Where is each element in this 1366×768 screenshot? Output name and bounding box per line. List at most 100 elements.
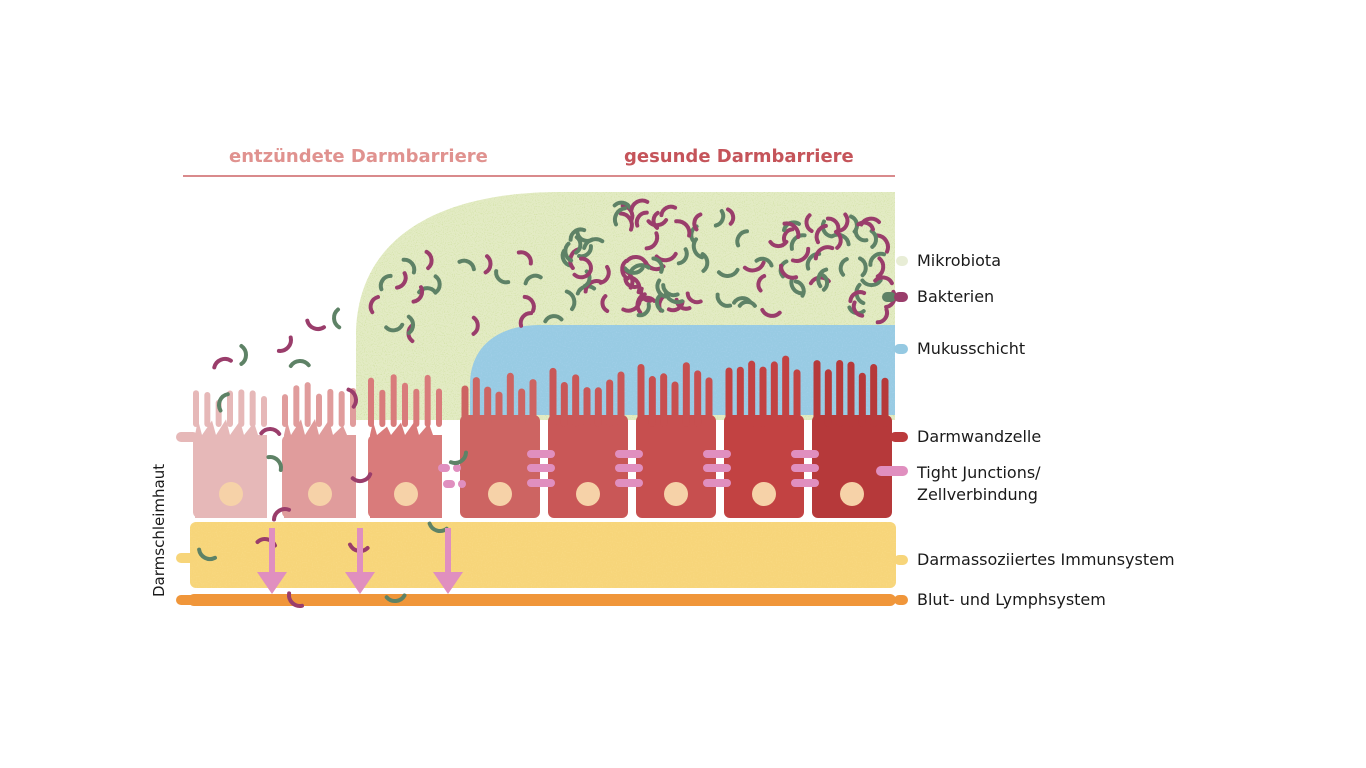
microvillus [660,373,668,427]
bacterium [851,300,865,318]
bacterium [737,299,757,308]
bacterium [522,294,536,313]
cell-body [724,415,804,518]
bacterium [378,273,393,292]
microvillus [617,371,625,427]
tight-junction [703,464,731,472]
bacterium [483,254,493,275]
bacterium [820,219,834,239]
microvillus [836,360,844,427]
bacterium [793,279,806,298]
cell-nucleus [752,482,776,506]
tight-junction [527,479,555,487]
bacterium [395,271,408,290]
tight-junction-broken [453,464,461,472]
tight-junction [615,479,643,487]
microvillus [338,391,345,427]
inflamed-barrier-header: entzündete Darmbarriere [229,146,488,167]
cell-nucleus [664,482,688,506]
bacterium [816,267,829,289]
epithelial-cells [193,355,892,518]
epithelial-cell [460,372,540,518]
bacterium [813,245,835,261]
microvillus [529,379,537,427]
bacterium [685,291,703,305]
bacterium [858,256,868,278]
mucosa-side-label: Darmschleimhaut [150,463,168,597]
microvillus [793,369,801,427]
microvillus [705,377,713,427]
bacterium [873,275,894,286]
bacterium [849,214,859,234]
bacterium [384,593,407,603]
bacterium [820,273,830,292]
bacterium [869,229,878,249]
bacterium [838,212,850,233]
microvillus [193,390,199,427]
side-marker-blood [176,595,196,605]
bacterium [782,227,795,244]
microvillus [858,372,866,427]
microvillus [725,367,733,427]
legend-blood: Blut- und Lymphsystem [917,590,1106,609]
bacterium [636,302,651,318]
bacterium [384,322,405,333]
bacterium [368,295,380,315]
microvillus [759,366,767,427]
legend-swatch-immune [894,555,908,565]
microvillus [327,388,334,427]
microvillus [484,386,492,427]
bacterium [674,219,692,238]
blood-lymph-band [188,594,896,606]
microvillus [682,362,690,427]
tight-junction [615,450,643,458]
bacterium [448,450,468,465]
bacterium [713,209,726,228]
bacterium [411,285,425,304]
microvillus [813,360,821,427]
bacterium [635,292,647,315]
legend-swatch-mucus [894,344,908,354]
epithelial-cell [812,360,892,518]
bacterium [790,246,811,263]
bacterium [644,231,660,251]
bacterium [350,472,373,484]
bacterium [868,251,887,267]
tight-junction [615,464,643,472]
epithelial-cell [282,382,356,518]
bacterium [424,249,434,271]
bacterium [804,213,814,233]
bacterium [543,314,564,324]
bacterium [600,294,610,313]
bacterium [651,256,664,274]
bacterium [239,344,248,366]
microvillus [261,395,267,427]
legend-swatch-bacteria-2 [894,292,908,302]
cell-body [812,415,892,518]
bacterium [276,335,293,353]
microvillus [316,393,322,427]
bacteria-cluster [197,198,897,608]
microvillus [694,370,702,427]
bacterium [830,232,851,247]
bacterium [655,293,665,313]
bacterium [692,212,703,232]
bacterium [875,233,890,254]
bacterium [287,591,304,608]
bacterium [518,311,534,328]
epithelial-cell [193,389,267,518]
microvillus [549,367,557,427]
bacterium [457,258,476,272]
bacterium [654,251,678,263]
bacterium [700,252,710,273]
bacterium [212,357,233,370]
microvillus [472,377,480,427]
microvillus [637,363,645,427]
epithelial-cell [724,355,804,518]
cell-body [636,415,716,518]
bacterium [848,290,867,303]
tight-junction [703,450,731,458]
bacterium [625,255,648,265]
leak-arrow-shaft [269,528,275,574]
bacterium [401,257,417,275]
